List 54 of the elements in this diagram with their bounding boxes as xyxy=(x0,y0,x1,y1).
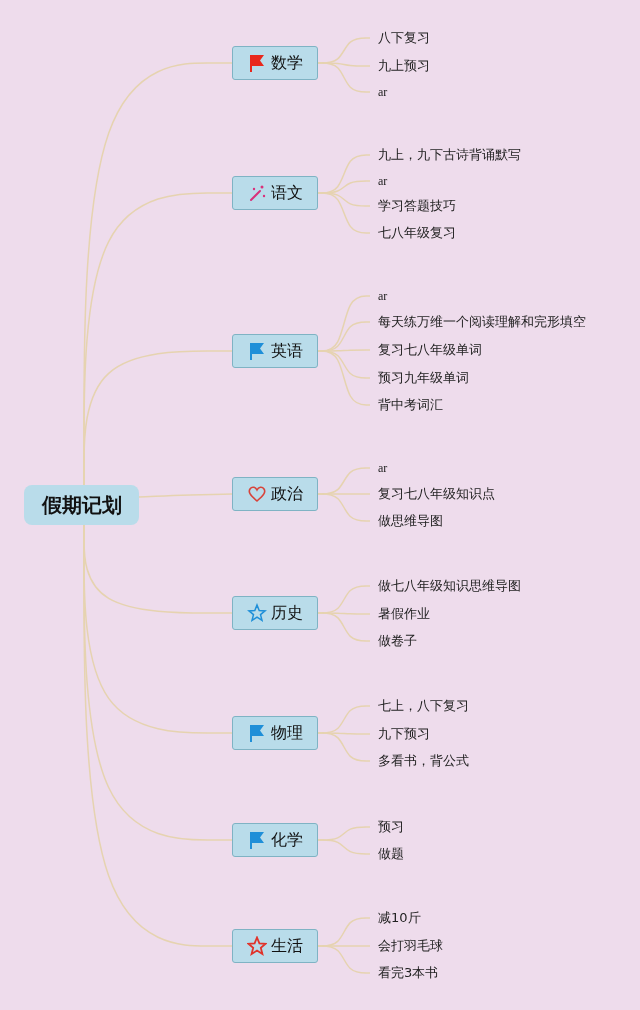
subtopic-text: 做题 xyxy=(370,845,404,863)
topic-box xyxy=(232,823,318,857)
subtopic-text: 八下复习 xyxy=(370,29,430,47)
connector-line xyxy=(83,350,233,486)
topic-label: 生活 xyxy=(271,935,303,957)
subtopic-text: 每天练万维一个阅读理解和完形填空 xyxy=(370,313,586,331)
topic-box xyxy=(232,334,318,368)
subtopic-text: 七上，八下复习 xyxy=(370,697,469,715)
connector-line xyxy=(317,732,371,762)
subtopic-text: 做卷子 xyxy=(370,632,417,650)
topic-box xyxy=(232,929,318,963)
topic-label: 数学 xyxy=(271,52,303,74)
connector-line xyxy=(317,493,371,522)
subtopic-text: 复习七八年级知识点 xyxy=(370,485,495,503)
connector-line xyxy=(317,945,371,974)
subtopic-text: 九上预习 xyxy=(370,57,430,75)
subtopic-text: 复习七八年级单词 xyxy=(370,341,482,359)
subtopic-text: 七八年级复习 xyxy=(370,224,456,242)
topic-box xyxy=(232,596,318,630)
subtopic-text: 预习 xyxy=(370,818,404,836)
topic-label: 假期记划 xyxy=(41,491,122,519)
subtopic-text: ar xyxy=(370,83,388,101)
topic-box xyxy=(232,46,318,80)
connector-line xyxy=(138,493,233,498)
connector-line xyxy=(317,612,371,642)
subtopic-text: 九上，九下古诗背诵默写 xyxy=(370,146,521,164)
connector-line xyxy=(317,350,371,406)
subtopic-text: 暑假作业 xyxy=(370,605,430,623)
subtopic-text: ar xyxy=(370,172,388,190)
topic-label: 历史 xyxy=(271,602,303,624)
topic-label: 化学 xyxy=(271,829,303,851)
subtopic-text: 减10斤 xyxy=(370,909,421,927)
topic-label: 物理 xyxy=(271,722,303,744)
subtopic-text: ar xyxy=(370,459,388,477)
topic-box xyxy=(232,176,318,210)
subtopic-text: 做七八年级知识思维导图 xyxy=(370,577,521,595)
subtopic-text: 学习答题技巧 xyxy=(370,197,456,215)
topic-label: 语文 xyxy=(271,182,303,204)
connector-line xyxy=(317,62,371,93)
subtopic-text: 预习九年级单词 xyxy=(370,369,469,387)
subtopic-text: 看完3本书 xyxy=(370,964,439,982)
subtopic-text: 会打羽毛球 xyxy=(370,937,443,955)
connector-line xyxy=(317,192,371,234)
subtopic-text: 背中考词汇 xyxy=(370,396,443,414)
topic-label: 政治 xyxy=(271,483,303,505)
topic-box xyxy=(232,477,318,511)
subtopic-text: 做思维导图 xyxy=(370,512,443,530)
topic-box xyxy=(232,716,318,750)
central-topic-box xyxy=(24,485,139,525)
connector-line xyxy=(317,839,371,855)
subtopic-text: 多看书，背公式 xyxy=(370,752,469,770)
subtopic-text: 九下预习 xyxy=(370,725,430,743)
subtopic-text: ar xyxy=(370,287,388,305)
topic-label: 英语 xyxy=(271,340,303,362)
